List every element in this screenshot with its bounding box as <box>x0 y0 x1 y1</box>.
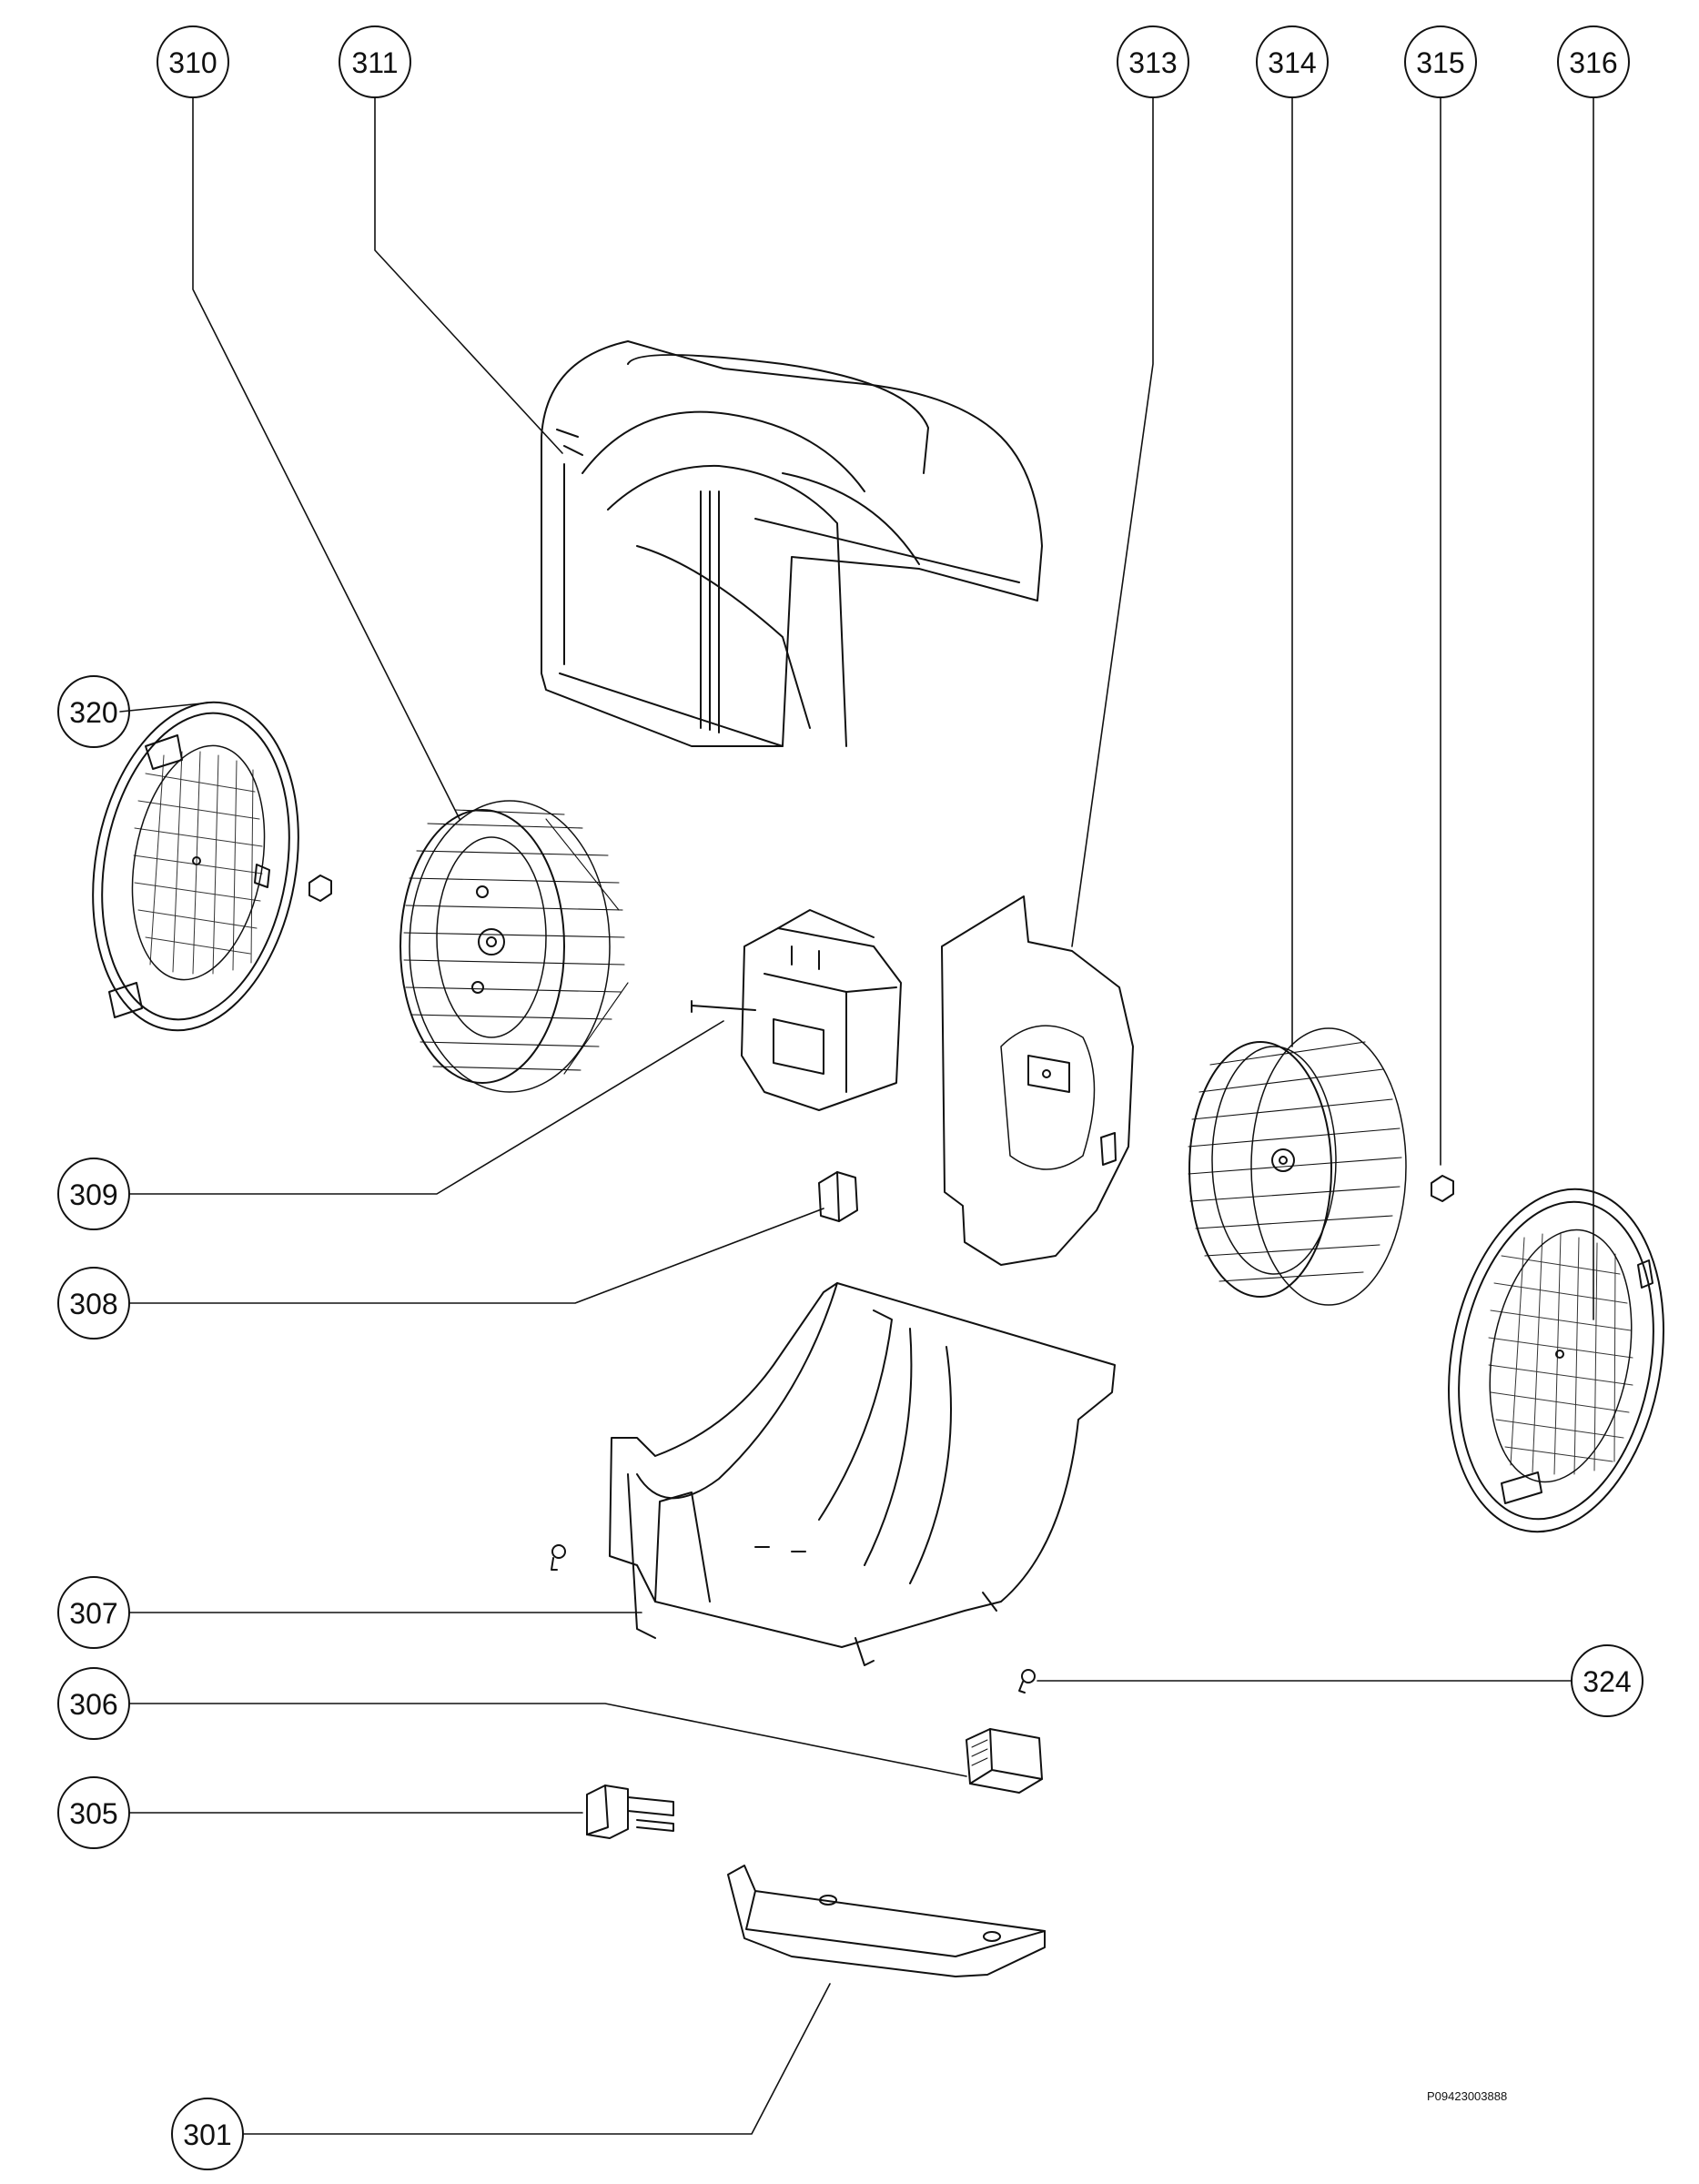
part-305-connector <box>586 1785 674 1839</box>
svg-text:307: 307 <box>69 1597 117 1630</box>
part-311-upper-housing <box>541 340 1043 747</box>
callout-313: 313 <box>1117 25 1189 98</box>
part-314-blower-wheel <box>1188 1027 1407 1306</box>
part-316-right-grille <box>1448 1188 1664 1533</box>
svg-text:320: 320 <box>69 696 117 729</box>
part-308-clip <box>818 1171 858 1222</box>
part-315-nut <box>1431 1175 1454 1202</box>
callout-301: 301 <box>171 2098 244 2170</box>
leader-lines <box>119 96 1594 2135</box>
part-324-screw <box>1018 1669 1036 1694</box>
part-nut-left <box>308 875 332 902</box>
part-309-motor <box>691 909 902 1111</box>
svg-text:311: 311 <box>351 46 398 79</box>
callout-307: 307 <box>57 1576 130 1649</box>
svg-text:306: 306 <box>69 1688 117 1721</box>
svg-text:313: 313 <box>1128 46 1177 79</box>
svg-text:324: 324 <box>1583 1665 1631 1698</box>
svg-text:310: 310 <box>168 46 217 79</box>
part-320-left-grille <box>92 701 299 1032</box>
callout-306: 306 <box>57 1667 130 1740</box>
callout-311: 311 <box>339 25 411 98</box>
part-306-connector-block <box>966 1728 1043 1794</box>
document-number: P09423003888 <box>1427 2089 1507 2103</box>
callout-310: 310 <box>157 25 229 98</box>
part-313-mounting-plate <box>941 895 1134 1266</box>
svg-text:305: 305 <box>69 1797 117 1830</box>
svg-text:315: 315 <box>1416 46 1464 79</box>
callout-308: 308 <box>57 1267 130 1340</box>
callout-305: 305 <box>57 1776 130 1849</box>
callout-315: 315 <box>1404 25 1477 98</box>
svg-text:314: 314 <box>1268 46 1316 79</box>
svg-text:301: 301 <box>183 2118 231 2151</box>
callout-316: 316 <box>1557 25 1630 98</box>
callout-324: 324 <box>1571 1644 1643 1717</box>
svg-text:308: 308 <box>69 1288 117 1320</box>
part-301-cover-plate <box>727 1865 1046 1977</box>
part-screw-left <box>551 1544 566 1571</box>
svg-text:309: 309 <box>69 1178 117 1211</box>
svg-text:316: 316 <box>1569 46 1617 79</box>
callout-314: 314 <box>1256 25 1329 98</box>
callout-320: 320 <box>57 675 130 748</box>
part-310-blower-wheel <box>399 800 629 1093</box>
part-307-lower-housing <box>609 1282 1116 1666</box>
callout-309: 309 <box>57 1158 130 1230</box>
